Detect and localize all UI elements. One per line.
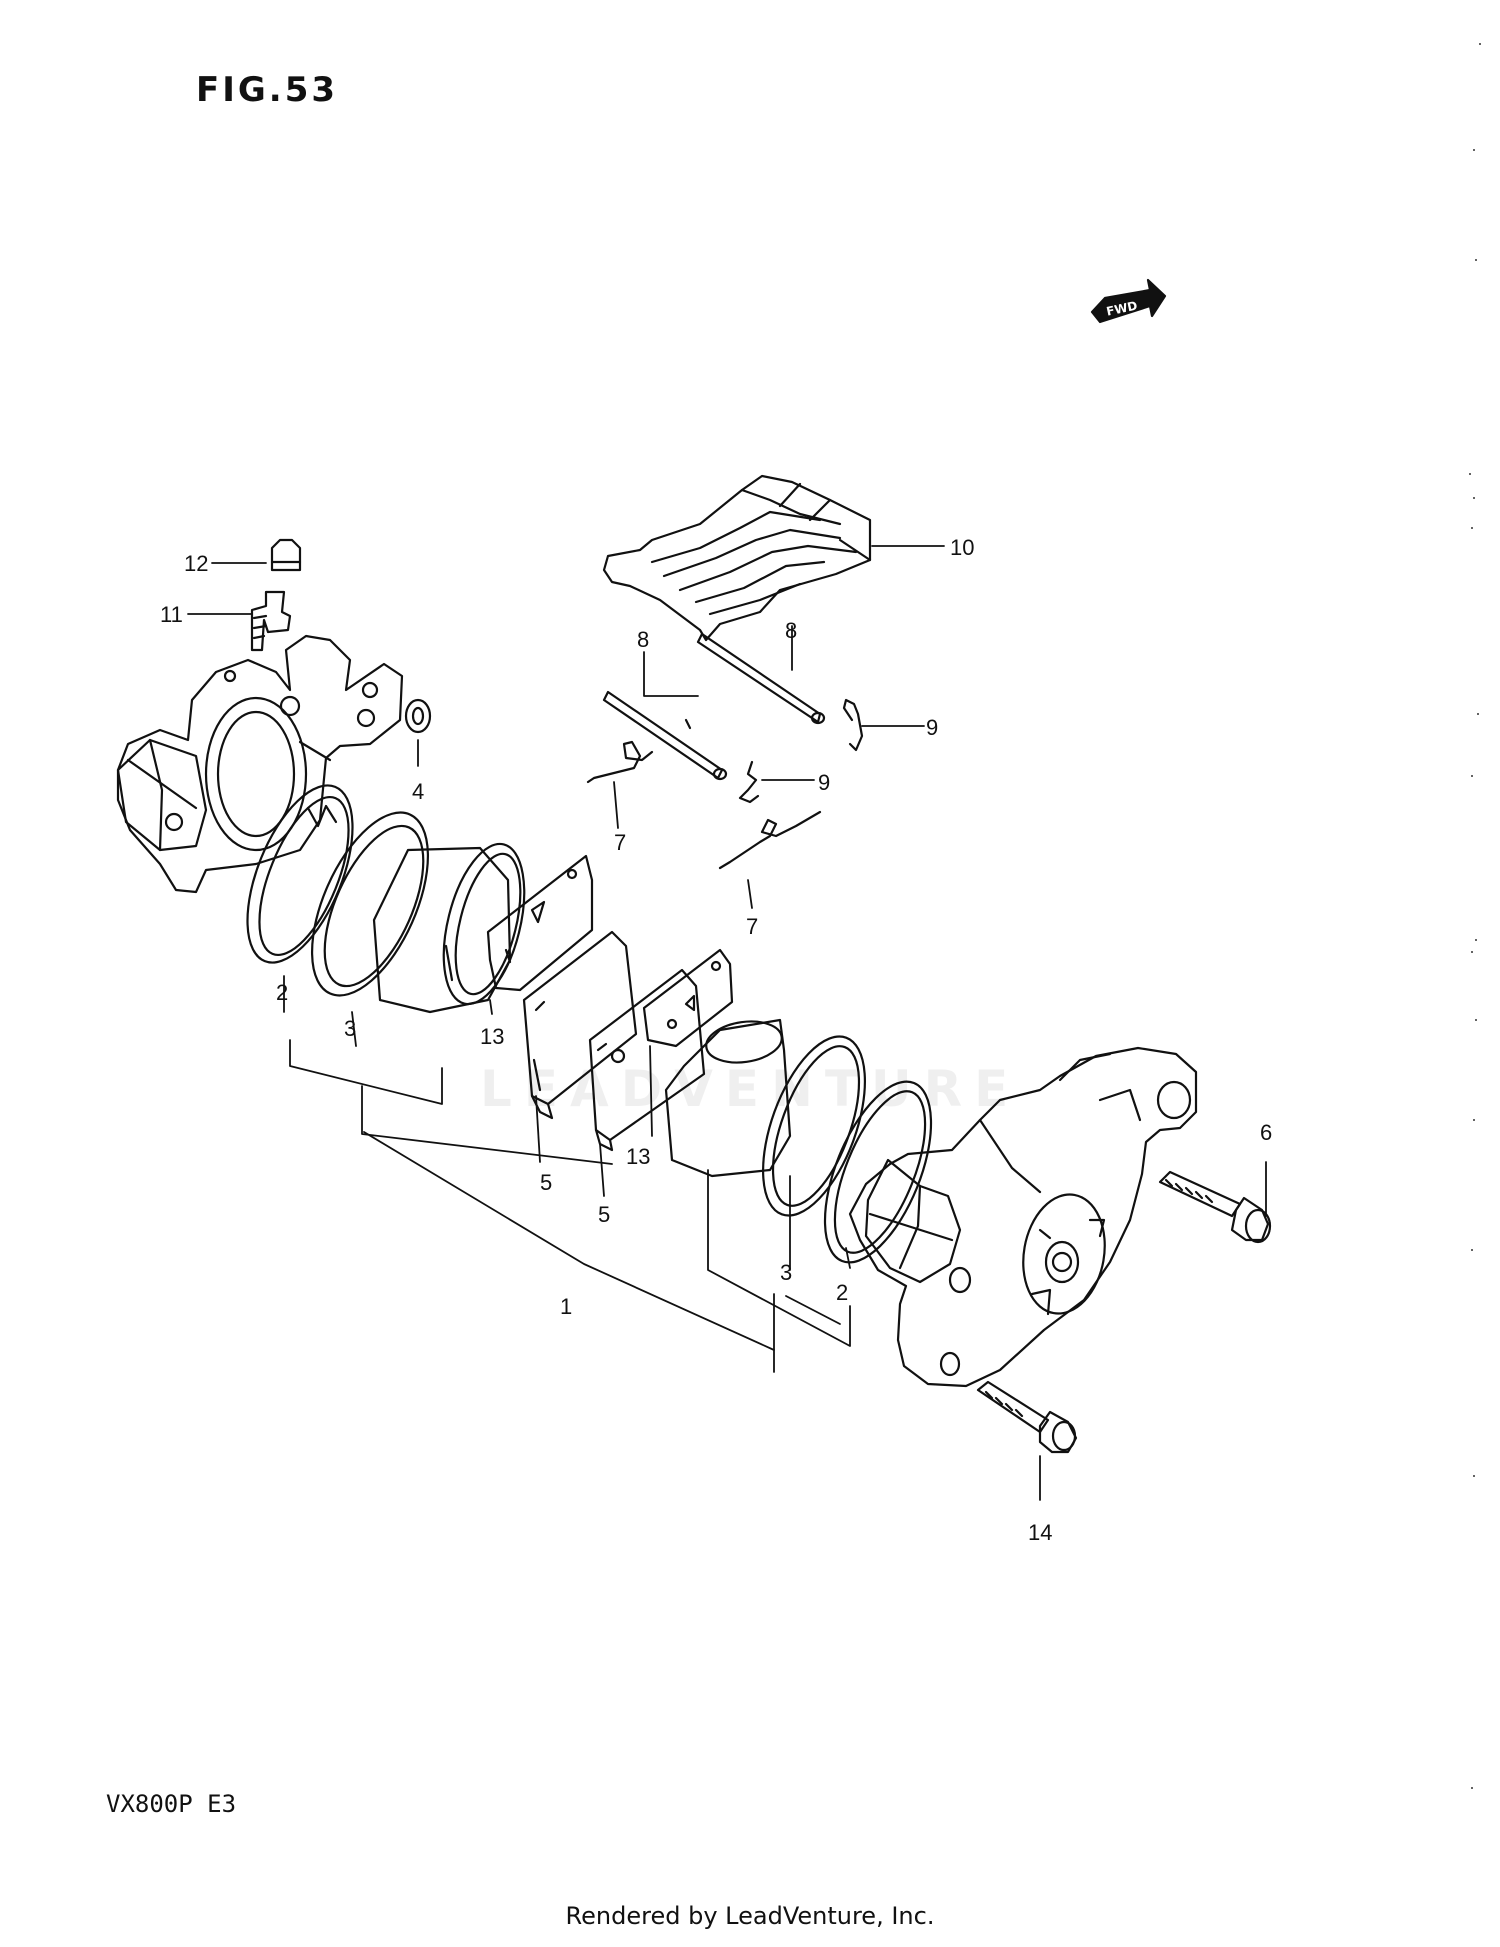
callout-4: 4 xyxy=(412,779,424,804)
callout-9-upper: 9 xyxy=(926,715,938,740)
model-code: VX800P E3 xyxy=(106,1790,237,1818)
callout-2-right: 2 xyxy=(836,1280,848,1305)
callout-3-left: 3 xyxy=(344,1016,356,1041)
scan-marks xyxy=(1469,43,1481,1789)
callout-7-left: 7 xyxy=(614,830,626,855)
bleeder-cap-part xyxy=(270,538,302,572)
render-credit: Rendered by LeadVenture, Inc. xyxy=(565,1902,935,1930)
assembly-brackets xyxy=(289,1039,851,1373)
left-piston xyxy=(372,842,526,1014)
mounting-bolt-part xyxy=(976,1380,1078,1454)
callout-labels: 12 11 10 8 8 9 9 4 7 7 2 3 13 5 5 13 1 3… xyxy=(160,535,1272,1545)
brake-pad-right xyxy=(588,968,706,1152)
caliper-cover-part xyxy=(602,474,872,642)
leader-lines xyxy=(187,545,1267,1501)
caliper-bolt-part xyxy=(1158,1170,1272,1244)
brake-pad-left xyxy=(522,930,638,1120)
washer-part xyxy=(404,698,432,734)
left-dust-seal xyxy=(310,811,430,997)
fwd-label: FWD xyxy=(1105,299,1139,319)
right-piston xyxy=(664,1018,792,1178)
pin-clip-lower xyxy=(738,760,760,804)
left-caliper-body xyxy=(116,634,404,894)
callout-6: 6 xyxy=(1260,1120,1272,1145)
callout-8-right: 8 xyxy=(785,618,797,643)
callout-7-right: 7 xyxy=(746,914,758,939)
callout-14: 14 xyxy=(1028,1520,1052,1545)
callout-5-right: 5 xyxy=(598,1202,610,1227)
callout-9-lower: 9 xyxy=(818,770,830,795)
pad-spring-left xyxy=(586,740,654,784)
figure-title: FIG.53 xyxy=(196,70,339,110)
pad-spring-right xyxy=(718,810,822,870)
pin-clip-upper xyxy=(842,698,864,752)
right-caliper-body xyxy=(848,1046,1198,1388)
right-piston-seal xyxy=(823,1080,933,1264)
right-pad-shim xyxy=(642,948,734,1048)
callout-13-right: 13 xyxy=(626,1144,650,1169)
callout-10: 10 xyxy=(950,535,974,560)
callout-12: 12 xyxy=(184,551,208,576)
callout-5-left: 5 xyxy=(540,1170,552,1195)
left-piston-seal xyxy=(246,784,354,964)
callout-13-left: 13 xyxy=(480,1024,504,1049)
callout-2-left: 2 xyxy=(276,980,288,1005)
left-pad-shim xyxy=(486,854,594,992)
callout-11: 11 xyxy=(160,602,183,627)
bleeder-valve-part xyxy=(250,590,292,652)
callout-3-right: 3 xyxy=(780,1260,792,1285)
fwd-arrow-icon: FWD xyxy=(1090,278,1167,324)
pad-pin-lower xyxy=(602,690,728,781)
pad-pin-upper xyxy=(696,632,826,725)
callout-8-left: 8 xyxy=(637,627,649,652)
callout-1: 1 xyxy=(560,1294,572,1319)
